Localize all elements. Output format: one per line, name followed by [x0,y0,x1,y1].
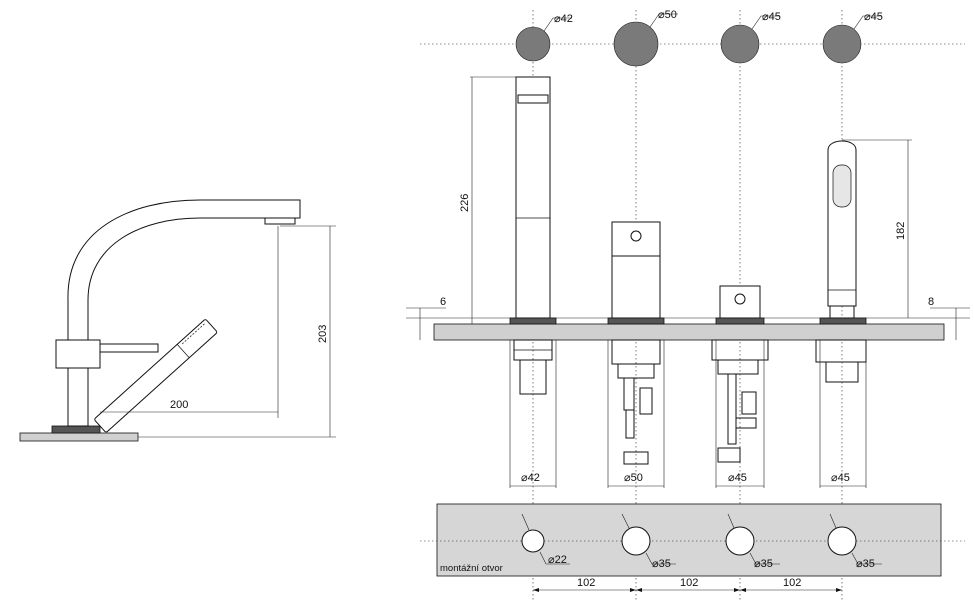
hole-dia-1: ⌀22 [548,554,567,566]
side-spout [67,199,301,427]
side-deck [19,432,139,442]
hole-2 [621,526,651,556]
mixer-body [611,255,661,319]
side-base-collar [51,425,101,434]
side-view: 200 203 [19,199,336,442]
hole-1 [521,529,545,553]
hole-dia-3: ⌀35 [754,558,773,570]
dim-200-label: 200 [170,399,188,411]
under-dia-2: ⌀50 [624,472,643,484]
dim-226-label: 226 [459,194,471,212]
mounting-plate-rect [436,503,942,577]
dim-182-label: 182 [895,222,907,240]
diverter-body [719,285,761,319]
spout-column [515,76,551,319]
side-lever-handle [99,343,159,353]
top-circle-3 [720,24,760,64]
top-dia-2: ⌀50 [658,9,677,21]
hole-3 [725,526,755,556]
side-hand-shower [94,319,218,433]
spacing-1: 102 [577,577,595,589]
hole-4 [827,526,857,556]
dim-203-label: 203 [317,325,329,343]
spacing-3: 102 [783,577,801,589]
under-dia-4: ⌀45 [831,472,850,484]
dim-6-label: 6 [440,296,446,308]
spacing-2: 102 [680,577,698,589]
spout-collar [509,317,557,325]
front-view: ⌀42 ⌀50 ⌀45 ⌀45 226 [406,9,970,600]
front-deck [433,323,945,341]
side-aerator [264,217,296,225]
top-dia-3: ⌀45 [762,11,781,23]
top-dia-1: ⌀42 [554,13,573,25]
top-circle-1 [515,26,551,62]
dim-8-label: 8 [928,296,934,308]
side-mixer-body [55,339,101,369]
mixer-cap [611,221,661,257]
top-circle-4 [822,24,862,64]
hole-dia-2: ⌀35 [652,558,671,570]
under-dia-3: ⌀45 [728,472,747,484]
under-dia-1: ⌀42 [521,472,540,484]
top-circle-2 [613,21,659,67]
top-dia-4: ⌀45 [864,11,883,23]
mounting-plate: montážní otvor ⌀22 ⌀35 ⌀35 ⌀35 102 102 1… [420,503,965,592]
hole-dia-4: ⌀35 [856,558,875,570]
mounting-label: montážní otvor [440,563,503,574]
